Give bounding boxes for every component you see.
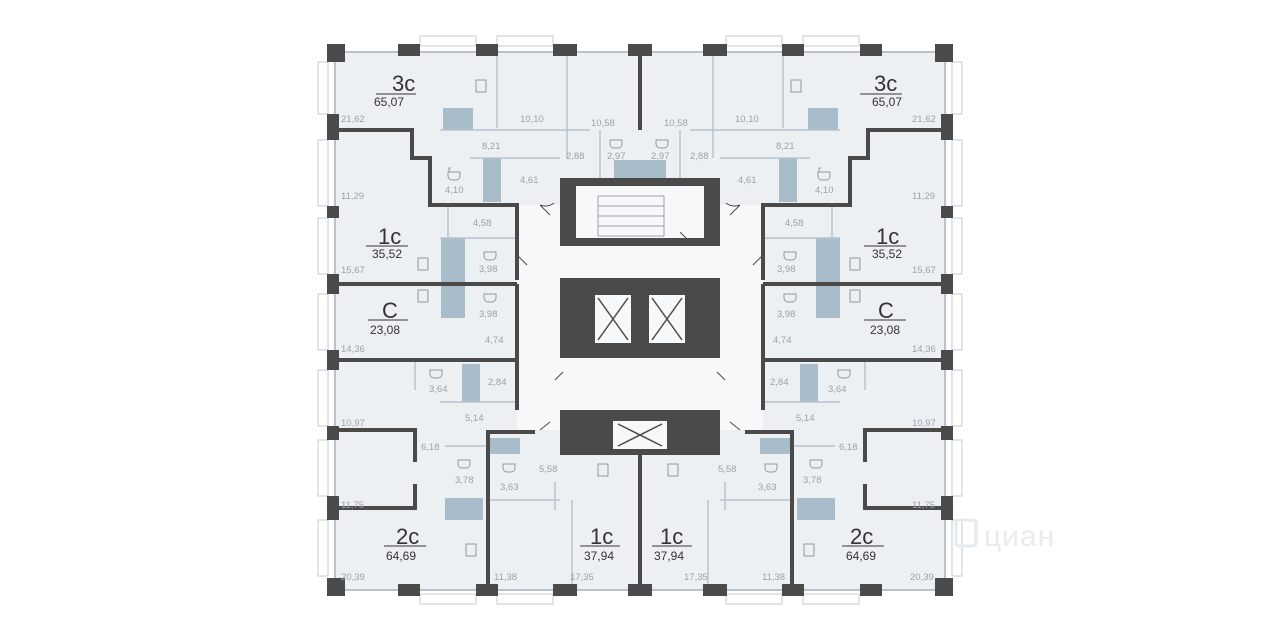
room-area: 3,64 (429, 384, 448, 395)
apartment-type: 2с (850, 524, 873, 549)
watermark: циан (954, 518, 1055, 553)
room-area: 5,58 (539, 464, 558, 475)
room-area: 10,10 (735, 114, 759, 125)
room-area: 3,98 (777, 309, 796, 320)
room-area: 8,21 (482, 141, 501, 152)
room-area: 3,63 (758, 482, 777, 493)
room-area: 11,38 (494, 572, 517, 583)
room-area: 6,18 (839, 442, 858, 453)
room-area: 3,64 (828, 384, 847, 395)
room-area: 6,18 (421, 442, 440, 453)
room-area: 3,78 (803, 475, 822, 486)
room-area: 4,61 (520, 175, 539, 186)
apartment-label-e-1c: 1с 35,52 (864, 224, 906, 261)
room-area: 3,98 (777, 264, 796, 275)
apartment-area: 64,69 (846, 549, 876, 563)
apartment-label-sc-1c: 1с 37,94 (580, 524, 620, 563)
apartment-label-se-2c: 2с 64,69 (842, 524, 884, 563)
apartment-label-sc2-1c: 1с 37,94 (652, 524, 692, 563)
apartment-type: С (878, 298, 894, 323)
apartment-label-w-1c: 1с 35,52 (366, 224, 408, 261)
room-area: 4,61 (738, 175, 757, 186)
apartment-type: 1с (590, 524, 613, 549)
apartment-type: 3с (392, 71, 415, 96)
room-area: 20,39 (910, 572, 934, 583)
apartment-label-ne: 3с 65,07 (860, 71, 902, 109)
room-area: 11,38 (762, 572, 785, 583)
apartment-type: 1с (660, 524, 683, 549)
room-area: 4,10 (445, 185, 464, 196)
room-area: 4,10 (815, 185, 834, 196)
room-area: 2,88 (690, 151, 709, 162)
apartment-area: 37,94 (584, 549, 614, 563)
room-area: 10,97 (341, 418, 365, 429)
apartment-area: 65,07 (872, 95, 902, 109)
room-area: 14,36 (341, 344, 365, 355)
room-area: 15,67 (912, 265, 936, 276)
room-area: 3,98 (479, 264, 498, 275)
room-area: 10,10 (520, 114, 544, 125)
room-area: 11,75 (341, 500, 364, 511)
building-core (560, 178, 720, 455)
room-area-labels: 21,62 10,10 10,58 10,58 10,10 21,62 8,21… (341, 114, 936, 583)
room-area: 11,75 (912, 500, 935, 511)
room-area: 11,29 (912, 191, 935, 202)
apartment-label-e-c: С 23,08 (864, 298, 906, 337)
apartment-type: С (382, 298, 398, 323)
partitions (414, 52, 866, 590)
apartment-label-w-c: С 23,08 (368, 298, 408, 337)
room-area: 4,58 (785, 218, 804, 229)
room-area: 15,67 (341, 265, 365, 276)
apartment-area: 64,69 (386, 549, 416, 563)
room-area: 5,58 (718, 464, 737, 475)
structural-walls (335, 46, 945, 590)
room-area: 4,58 (473, 218, 492, 229)
apartment-area: 37,94 (654, 549, 684, 563)
room-area: 2,84 (770, 377, 789, 388)
apartment-area: 65,07 (374, 95, 404, 109)
room-area: 2,97 (607, 151, 626, 162)
apartment-area: 35,52 (372, 247, 402, 261)
room-area: 4,74 (485, 335, 504, 346)
room-area: 2,84 (488, 377, 507, 388)
room-area: 5,14 (465, 413, 484, 424)
room-area: 3,98 (479, 309, 498, 320)
columns (327, 44, 953, 596)
apartment-label-nw: 3с 65,07 (374, 71, 416, 109)
room-area: 20,39 (341, 572, 365, 583)
room-area: 11,29 (341, 191, 364, 202)
apartment-type: 3с (874, 71, 897, 96)
apartment-type: 1с (378, 224, 401, 249)
room-area: 14,36 (912, 344, 936, 355)
room-area: 10,58 (664, 118, 688, 129)
room-area: 17,35 (570, 572, 594, 583)
wet-zones (441, 108, 840, 520)
room-area: 10,97 (912, 418, 936, 429)
apartment-label-sw-2c: 2с 64,69 (384, 524, 426, 563)
apartment-area: 23,08 (370, 323, 400, 337)
appliance-icons (417, 79, 861, 557)
apartment-type: 1с (876, 224, 899, 249)
room-area: 17,35 (684, 572, 708, 583)
bath-icons (429, 139, 851, 473)
watermark-text: циан (984, 520, 1055, 553)
doors (516, 202, 764, 431)
room-area: 5,14 (796, 413, 815, 424)
room-area: 2,97 (651, 151, 670, 162)
apartment-labels: 3с 65,07 3с 65,07 1с 35,52 1с 35,52 С 23… (366, 71, 906, 563)
apartment-area: 35,52 (872, 247, 902, 261)
room-area: 21,62 (912, 114, 936, 125)
room-area: 3,63 (500, 482, 519, 493)
room-area: 21,62 (341, 114, 365, 125)
apartment-type: 2с (396, 524, 419, 549)
room-area: 3,78 (455, 475, 474, 486)
apartment-area: 23,08 (870, 323, 900, 337)
room-area: 2,88 (566, 151, 585, 162)
room-area: 10,58 (591, 118, 615, 129)
room-area: 8,21 (776, 141, 795, 152)
room-area: 4,74 (773, 335, 792, 346)
